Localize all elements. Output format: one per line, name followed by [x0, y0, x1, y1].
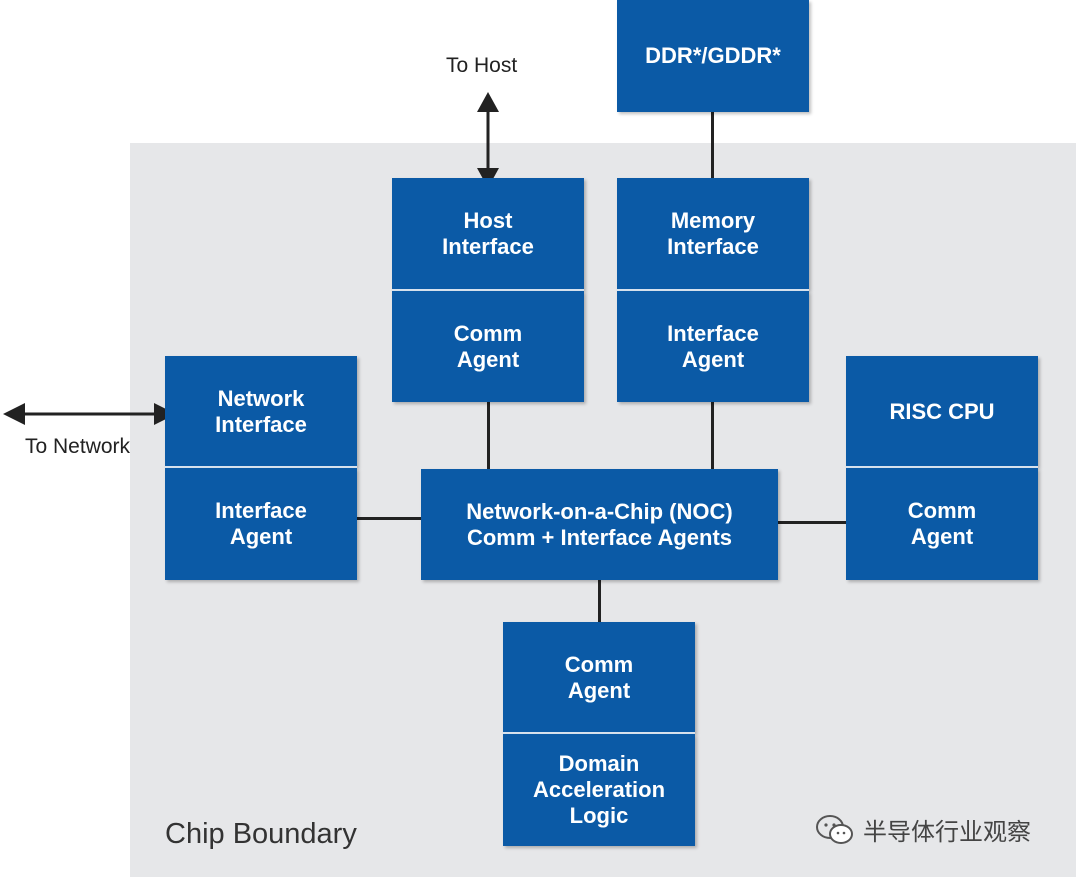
- watermark-text: 半导体行业观察: [863, 819, 1031, 846]
- noc-domain-connector: [598, 580, 601, 622]
- chip-boundary-label: Chip Boundary: [165, 818, 357, 850]
- domain-comm-agent-block: Comm Agent: [503, 622, 695, 733]
- wechat-icon: [816, 814, 853, 844]
- host-divider: [392, 289, 584, 291]
- memory-noc-connector: [711, 402, 714, 469]
- risc-cpu-block: RISC CPU: [846, 356, 1038, 467]
- to-host-arrow: [477, 92, 499, 188]
- memory-divider: [617, 289, 809, 291]
- noc-risc-connector: [778, 521, 847, 524]
- risc-divider: [846, 466, 1038, 468]
- to-network-arrow: [3, 403, 176, 425]
- memory-interface-agent-block: Interface Agent: [617, 291, 809, 402]
- to-network-label: To Network: [25, 435, 131, 458]
- network-interface-block: Network Interface: [165, 356, 357, 467]
- risc-comm-agent-block: Comm Agent: [846, 468, 1038, 580]
- ddr-memory-connector: [711, 112, 714, 178]
- domain-divider: [503, 732, 695, 734]
- network-divider: [165, 466, 357, 468]
- to-host-label: To Host: [446, 54, 518, 77]
- noc-block: Network-on-a-Chip (NOC) Comm + Interface…: [421, 469, 778, 580]
- host-interface-block: Host Interface: [392, 178, 584, 290]
- host-noc-connector: [487, 402, 490, 469]
- domain-acceleration-logic-block: Domain Acceleration Logic: [503, 734, 695, 846]
- network-interface-agent-block: Interface Agent: [165, 468, 357, 580]
- network-noc-connector: [357, 517, 421, 520]
- watermark: 半导体行业观察: [815, 812, 1031, 847]
- host-comm-agent-block: Comm Agent: [392, 291, 584, 402]
- memory-interface-block: Memory Interface: [617, 178, 809, 290]
- ddr-gddr-block: DDR*/GDDR*: [617, 0, 809, 112]
